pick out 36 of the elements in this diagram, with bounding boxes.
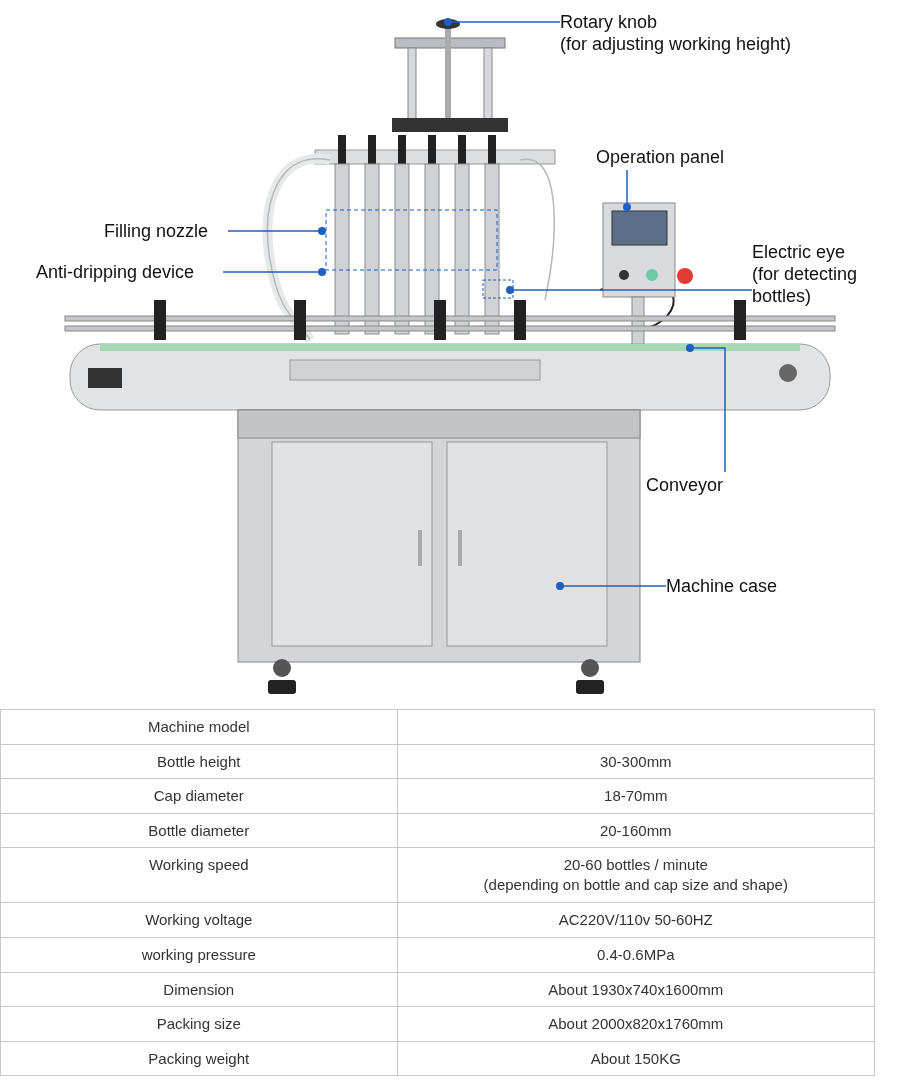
spec-name: Packing size	[156, 1014, 241, 1035]
callout-label: Anti-dripping device	[36, 261, 196, 283]
spec-value: About 1930x740x1600mm	[548, 979, 724, 1000]
leader-line	[563, 585, 667, 587]
spec-value: 18-70mm	[604, 786, 668, 807]
spec-value: About 150KG	[590, 1048, 681, 1069]
spec-name: working pressure	[141, 944, 256, 965]
spec-value: 0.4-0.6MPa	[597, 944, 675, 965]
spec-value: 20-160mm	[599, 820, 672, 841]
spec-name: Packing weight	[148, 1048, 250, 1069]
callout-label: Conveyor	[646, 474, 725, 496]
leader-line	[451, 21, 561, 23]
spec-value: (depending on bottle and cap size and shape)	[483, 875, 788, 896]
spec-value: AC220V/110v 50-60HZ	[558, 910, 713, 931]
spec-name: Bottle diameter	[148, 820, 250, 841]
leader-line	[227, 230, 319, 232]
leader-line	[693, 347, 726, 473]
callout-label: (for detecting bottles)	[752, 263, 859, 307]
callout-label: Operation panel	[596, 146, 726, 168]
leader-line	[222, 271, 319, 273]
spec-name: Working voltage	[145, 910, 253, 931]
spec-value: About 2000x820x1760mm	[548, 1014, 724, 1035]
leader-line	[513, 289, 753, 291]
spec-name: Machine model	[147, 717, 250, 737]
callout-label: (for adjusting working height)	[560, 33, 793, 55]
spec-value: 20-60 bottles / minute	[563, 855, 708, 876]
callout-label: Electric eye	[752, 241, 847, 263]
spec-name: Bottle height	[157, 751, 241, 772]
callout-label: Machine case	[666, 575, 779, 597]
spec-value: 30-300mm	[599, 751, 672, 772]
leader-line	[626, 169, 628, 204]
callout-label: Rotary knob	[560, 11, 659, 33]
spec-name: Cap diameter	[153, 786, 244, 807]
callout-label: Filling nozzle	[104, 220, 210, 242]
spec-name: Working speed	[148, 855, 249, 876]
spec-name: Dimension	[163, 979, 235, 1000]
